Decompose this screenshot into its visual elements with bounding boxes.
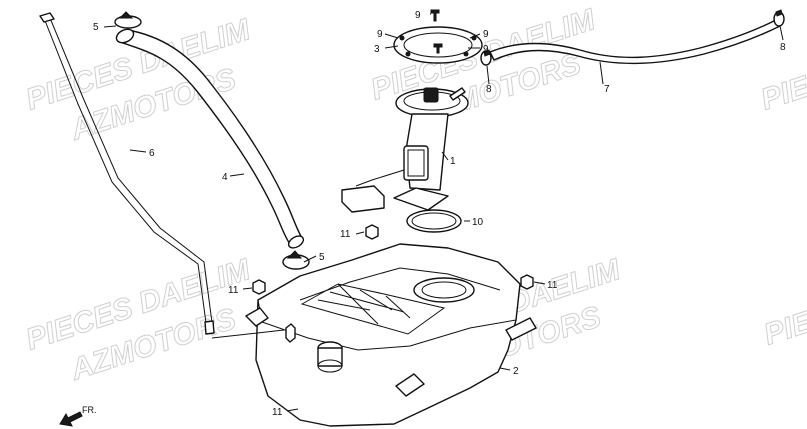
- callout-7: 7: [604, 84, 610, 95]
- front-direction-label: FR.: [82, 405, 97, 415]
- o-ring-part-10: [406, 209, 462, 233]
- callout-9-top: 9: [415, 10, 421, 21]
- callout-labels: 1 2 3 4 5 5 6 7 8 8 9 9 9 9 10 11 11 11 …: [93, 10, 786, 418]
- callout-5-lower: 5: [319, 252, 325, 263]
- watermark-pieces-edge: PIECES: [757, 51, 807, 116]
- callout-9-right-lower: 9: [483, 44, 489, 55]
- screw-part-9-group: [430, 9, 443, 54]
- callout-6: 6: [149, 148, 155, 159]
- callout-1: 1: [450, 156, 456, 167]
- hose-clip-part-8-right: [773, 9, 785, 27]
- hose-clamp-part-5-lower: [282, 250, 310, 270]
- fuel-tank-part-2: [245, 243, 537, 427]
- callout-3: 3: [374, 44, 380, 55]
- nut-part-11-left: [252, 279, 266, 295]
- nut-part-11-right: [520, 274, 534, 290]
- callout-11-bottom: 11: [272, 407, 283, 418]
- front-arrow-icon: [59, 411, 83, 427]
- filler-hose-part-4: [115, 28, 305, 249]
- callout-8-right: 8: [780, 42, 786, 53]
- callout-10: 10: [472, 217, 484, 228]
- hose-clip-part-8-left: [480, 49, 492, 66]
- callout-2: 2: [513, 366, 519, 377]
- fuel-pump-part-1: [341, 87, 469, 213]
- callout-5-top: 5: [93, 22, 99, 33]
- watermark-pie-edge: PIE: [760, 305, 807, 352]
- callout-9-left: 9: [377, 29, 383, 40]
- callout-4: 4: [222, 172, 228, 183]
- hose-clamp-part-5-top: [114, 11, 142, 29]
- callout-11-left: 11: [228, 285, 239, 296]
- callout-11-pump: 11: [340, 229, 351, 240]
- nut-part-11-near-pump: [365, 224, 379, 240]
- callout-8-left: 8: [486, 84, 492, 95]
- callout-11-right: 11: [547, 280, 558, 291]
- front-direction-indicator: FR.: [59, 405, 97, 427]
- callout-9-right: 9: [483, 29, 489, 40]
- leader-lines: [103, 13, 784, 412]
- breather-tube-part-6: [39, 12, 215, 335]
